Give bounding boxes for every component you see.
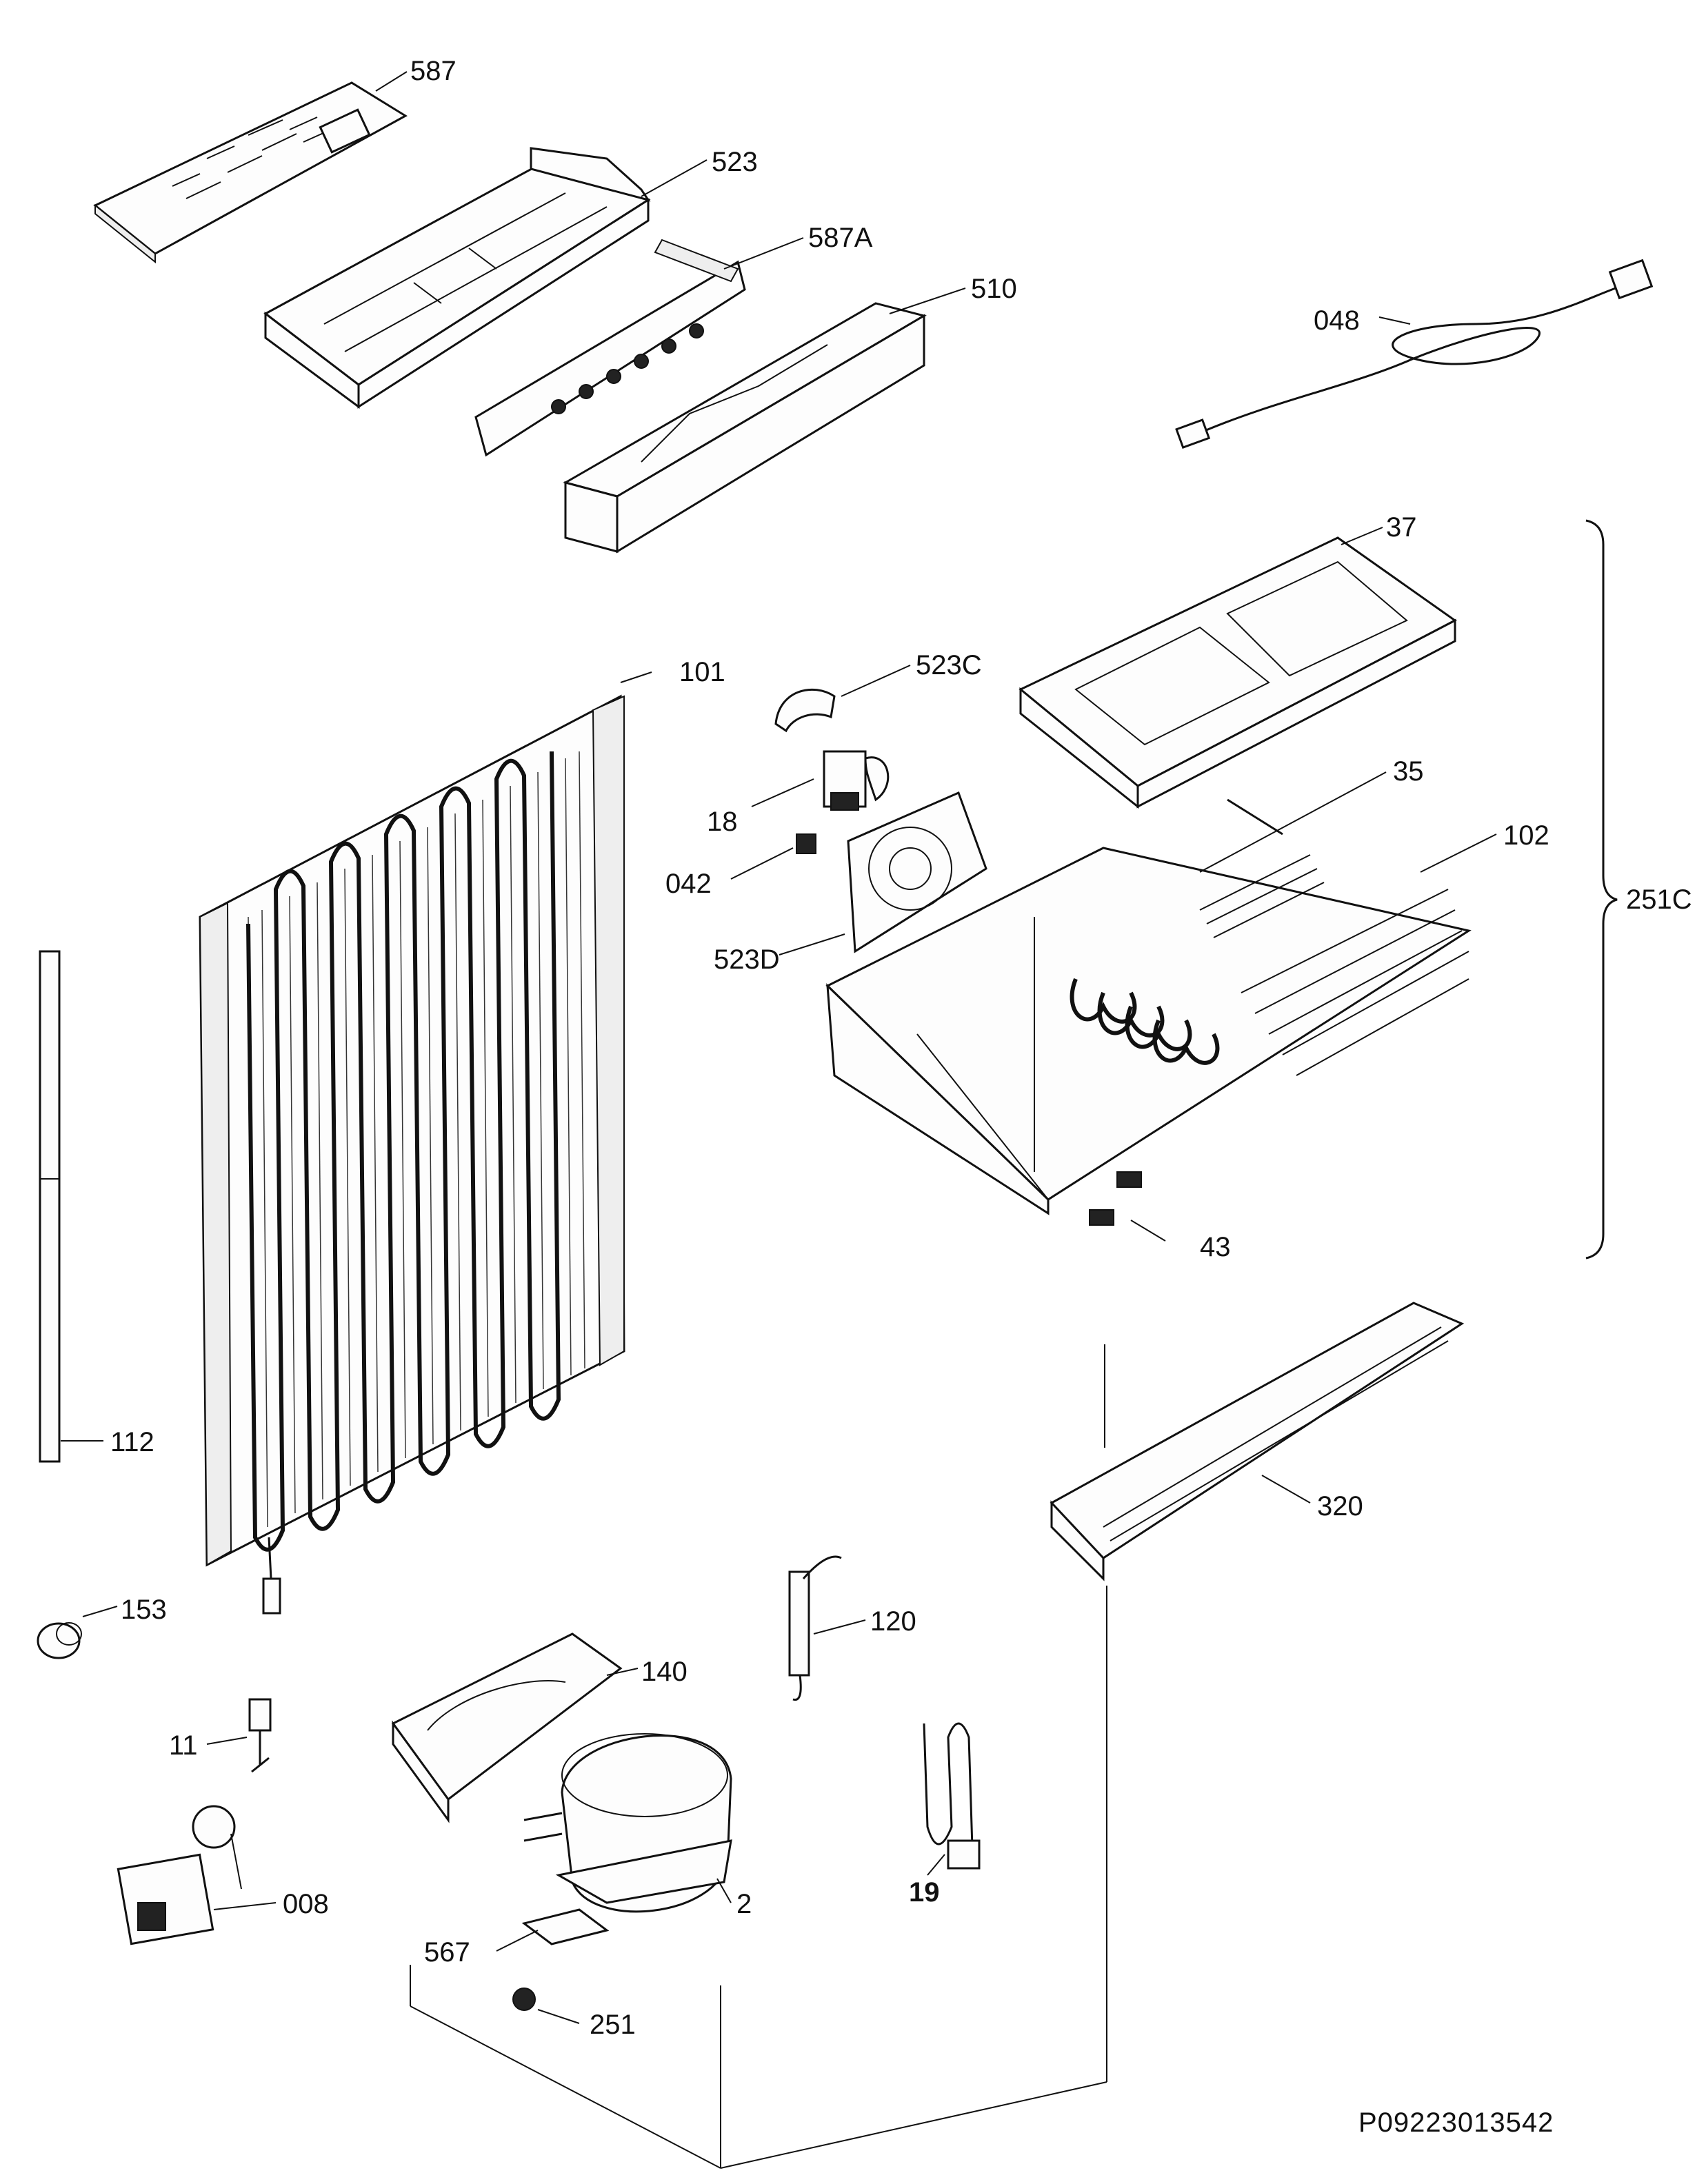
label-042: 102 [1503,820,1549,851]
label-101: 101 [679,657,725,687]
part-008-starter-kit [117,1805,236,1945]
part-112-drain-strip [39,950,61,1463]
part-251C-clip [796,833,816,854]
label-35: 35 [1393,756,1424,787]
label-251: 251 [590,2010,636,2040]
part-120-filter-drier [788,1555,842,1701]
bracket-102 [1585,519,1618,1260]
label-567: 567 [424,1937,470,1968]
part-140-drip-tray [391,1632,623,1823]
part-101-condenser [199,694,625,1615]
part-587-control-board [93,81,408,264]
part-567-mounting-plate [521,1908,610,1945]
label-2: 2 [736,1889,752,1919]
label-048: 048 [1314,305,1360,336]
label-11: 11 [169,1730,198,1761]
label-008: 008 [283,1889,329,1919]
label-251C: 042 [665,869,712,899]
label-37: 37 [1386,512,1417,543]
part-523C-fan-bracket [774,688,836,733]
label-18: 18 [707,807,738,837]
label-120: 120 [870,1606,916,1637]
part-320-trim-bar [1050,1302,1465,1581]
label-112: 112 [110,1427,154,1457]
label-19: 19 [909,1877,940,1908]
part-510-control-panel [563,302,927,554]
part-048-sensor-cable [1175,259,1654,449]
label-523C: 523C [916,650,982,680]
label-523D: 523D [714,944,780,975]
part-523-housing [263,147,651,409]
part-587A-display-board [474,239,746,457]
label-320: 320 [1317,1491,1363,1521]
part-37-evaporator-cover [1018,536,1457,809]
part-523D-fan-plate [847,791,987,953]
label-510: 510 [971,274,1017,304]
label-587: 587 [410,56,456,86]
assembly-outline [410,1344,1107,2169]
label-153: 153 [121,1595,167,1625]
part-11-starter-relay [248,1698,272,1773]
label-587A: 587A [808,223,873,253]
part-251-nut [512,1988,536,2011]
label-140: 140 [641,1657,688,1687]
drawing-code: P09223013542 [1358,2107,1554,2138]
part-2-compressor [523,1733,732,1913]
label-102: 251C [1626,884,1692,915]
part-19-power-cord [923,1722,981,1870]
part-18-fan-motor [823,750,890,811]
part-evaporator-assembly [825,798,1472,1226]
part-153-grommet [37,1622,82,1659]
label-43: 43 [1200,1232,1231,1262]
label-523: 523 [712,147,758,177]
